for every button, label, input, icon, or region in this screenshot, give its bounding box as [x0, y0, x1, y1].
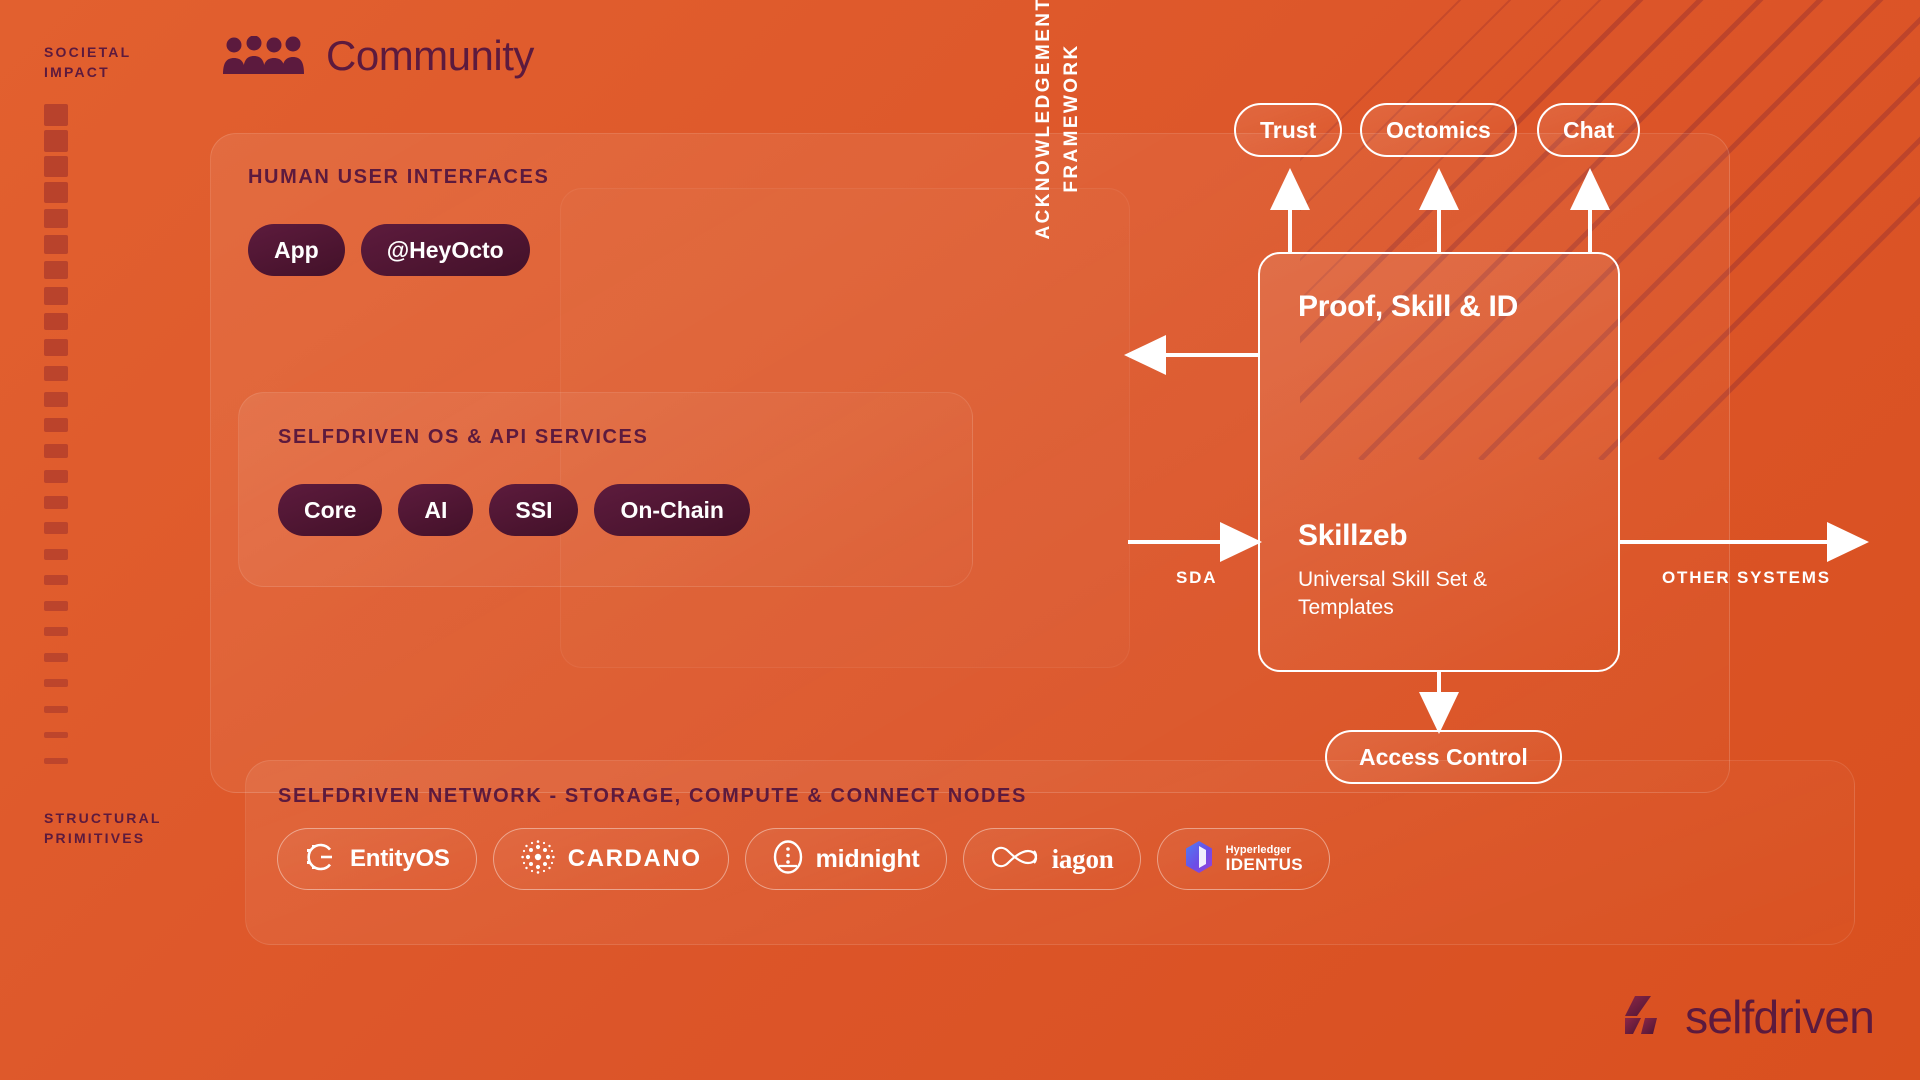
- spectrum-segment: [44, 496, 68, 509]
- spectrum-segment: [44, 444, 68, 458]
- network-node-row: EntityOS: [277, 828, 1331, 890]
- box-main-subtitle: Skillzeb: [1298, 519, 1408, 552]
- spectrum-segment: [44, 522, 68, 535]
- box-proof-skill-id-skillzeb[interactable]: Proof, Skill & ID Skillzeb Universal Ski…: [1258, 252, 1620, 672]
- label-other-systems: OTHER SYSTEMS: [1662, 568, 1831, 587]
- societal-impact-line-2: IMPACT: [44, 64, 110, 81]
- network-node-hyperledger-identus[interactable]: Hyperledger IDENTUS: [1156, 828, 1331, 890]
- pill-app[interactable]: App: [248, 224, 345, 276]
- spectrum-segment: [44, 391, 68, 407]
- page-title: Community: [326, 32, 534, 79]
- pill-core[interactable]: Core: [278, 484, 383, 536]
- hui-pill-row: App @HeyOcto: [248, 224, 530, 276]
- label-sda: SDA: [1176, 568, 1218, 587]
- midnight-logo-icon: [772, 839, 804, 880]
- entityos-logo-icon: [304, 840, 338, 879]
- structural-primitives-line-2: PRIMITIVES: [44, 830, 146, 847]
- spectrum-segment: [44, 731, 68, 739]
- ack-framework-line-1: ACKNOWLEDGEMENT: [1033, 0, 1054, 240]
- spectrum-segment: [44, 653, 68, 662]
- selfdriven-logo-icon: [1623, 994, 1669, 1041]
- os-pill-row: Core AI SSI On-Chain: [278, 484, 750, 536]
- network-node-label: EntityOS: [350, 845, 450, 872]
- spectrum-segment: [44, 104, 68, 126]
- box-main-subtext: Universal Skill Set & Templates: [1298, 568, 1488, 619]
- spectrum-segment: [44, 574, 68, 586]
- people-group-icon: [222, 36, 306, 76]
- network-node-iagon[interactable]: iagon: [962, 828, 1141, 890]
- pill-on-chain[interactable]: On-Chain: [594, 484, 750, 536]
- heading-selfdriven-network: SELFDRIVEN NETWORK - STORAGE, COMPUTE & …: [278, 785, 1027, 807]
- spectrum-segment: [44, 365, 68, 382]
- spectrum-segment: [44, 757, 68, 764]
- network-node-label: CARDANO: [567, 845, 702, 872]
- node-trust[interactable]: Trust: [1234, 103, 1343, 157]
- pill-ssi[interactable]: SSI: [489, 484, 579, 536]
- hyperledger-identus-logo-icon: [1184, 840, 1214, 879]
- brand-selfdriven: selfdriven: [1623, 990, 1875, 1044]
- panel-ghost-overlay: [560, 188, 1130, 668]
- network-node-label: midnight: [815, 844, 920, 873]
- identus-label-top: Hyperledger: [1225, 844, 1291, 856]
- pill-heyocto[interactable]: @HeyOcto: [360, 224, 530, 276]
- axis-label-societal-impact: SOCIETAL IMPACT: [44, 42, 131, 83]
- node-access-control[interactable]: Access Control: [1325, 730, 1562, 784]
- societal-impact-line-1: SOCIETAL: [44, 44, 132, 60]
- axis-label-structural-primitives: STRUCTURAL PRIMITIVES: [44, 808, 162, 849]
- spectrum-segment: [44, 182, 68, 203]
- node-chat[interactable]: Chat: [1537, 103, 1641, 157]
- spectrum-segment: [44, 600, 68, 611]
- identus-label-stack: Hyperledger IDENTUS: [1225, 844, 1304, 874]
- iagon-logo-icon: [990, 841, 1040, 878]
- spectrum-segment: [44, 417, 68, 433]
- spectrum-segment: [44, 234, 68, 254]
- box-main-title: Proof, Skill & ID: [1298, 290, 1518, 323]
- spectrum-segment: [44, 627, 68, 637]
- spectrum-segment: [44, 208, 68, 229]
- spectrum-segment: [44, 339, 68, 356]
- spectrum-segment: [44, 705, 68, 713]
- spectrum-segment: [44, 313, 68, 331]
- spectrum-segment: [44, 260, 68, 280]
- heading-os-api-services: SELFDRIVEN OS & API SERVICES: [278, 426, 649, 448]
- societal-structural-gradient-bar: [44, 104, 68, 784]
- identus-label-bottom: IDENTUS: [1225, 855, 1304, 874]
- heading-human-user-interfaces: HUMAN USER INTERFACES: [248, 166, 550, 188]
- brand-name: selfdriven: [1685, 991, 1875, 1043]
- spectrum-segment: [44, 130, 68, 152]
- cardano-logo-icon: [520, 839, 556, 880]
- network-node-entityos[interactable]: EntityOS: [277, 828, 477, 890]
- network-node-label: iagon: [1051, 843, 1114, 874]
- spectrum-segment: [44, 548, 68, 560]
- network-node-cardano[interactable]: CARDANO: [492, 828, 729, 890]
- spectrum-segment: [44, 287, 68, 305]
- ack-framework-line-2: FRAMEWORK: [1060, 43, 1082, 193]
- spectrum-segment: [44, 470, 68, 484]
- spectrum-segment: [44, 156, 68, 178]
- spectrum-segment: [44, 679, 68, 688]
- label-acknowledgement-framework: ACKNOWLEDGEMENT FRAMEWORK: [1030, 0, 1085, 278]
- node-octomics[interactable]: Octomics: [1360, 103, 1517, 157]
- network-node-midnight[interactable]: midnight: [744, 828, 947, 890]
- structural-primitives-line-1: STRUCTURAL: [44, 810, 162, 826]
- page-header: Community: [222, 32, 534, 80]
- pill-ai[interactable]: AI: [398, 484, 474, 536]
